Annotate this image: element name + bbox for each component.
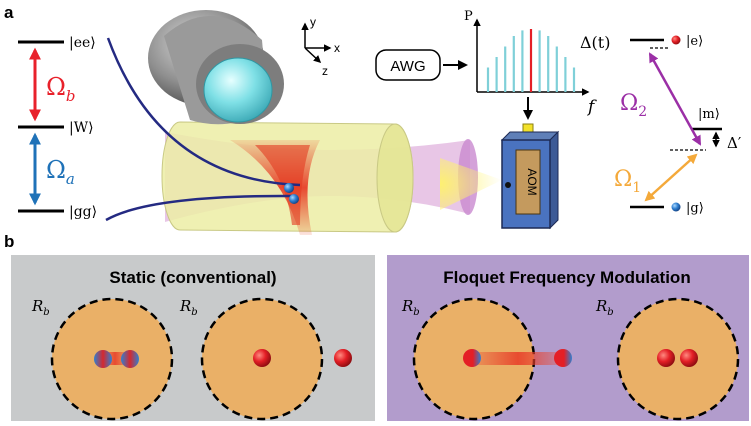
atom-floquet-pair-right [680,349,698,367]
bond-floquet [472,352,564,365]
level-diagram-right: |e⟩ Δ(t) |m⟩ Δ′ |g⟩ Ω2 Ω1 [580,33,742,216]
static-panel: Static (conventional) Rb Rb [11,255,375,421]
aom-label: AOM [525,168,539,195]
atom-excited-outside [334,349,352,367]
floquet-panel-title: Floquet Frequency Modulation [443,268,690,287]
coordinate-axes: y x z [301,15,340,78]
omega-1-arrow [644,153,698,202]
aom-crystal [515,149,541,215]
atom-floquet-pair-left [657,349,675,367]
level-gg-label: |gg⟩ [69,204,97,220]
cyan-lens [203,57,273,123]
axis-y-label: y [310,15,316,29]
axis-z-label: z [322,64,328,78]
panel-b-label: b [4,232,14,251]
wire-upper [106,37,301,187]
omega-2-label: Ω2 [620,91,647,120]
aom-device: AOM [440,123,560,230]
atom-floquet-left [463,349,481,367]
delta-t-label: Δ(t) [580,33,610,52]
level-diagram-left: |ee⟩ |W⟩ |gg⟩ Ωb Ωa [18,35,97,220]
omega-2-arrow [648,52,702,146]
panel-a-label: a [4,3,14,22]
atom-e [671,35,681,45]
atom-pair-left [94,350,112,368]
level-e-label: |e⟩ [686,34,703,49]
light-cone [440,158,502,210]
aom-top [500,131,560,141]
omega-a-label: Ωa [46,156,75,188]
rb-label-static-2: Rb [179,297,198,318]
awg-label: AWG [390,58,425,75]
rb-label-floquet-2: Rb [595,297,614,318]
spectrum-plot: P f [464,9,597,117]
blockade-circle-4 [616,297,740,421]
atom-g [671,202,681,212]
rb-label-floquet: Rb [401,297,420,318]
spectrum-ylabel: P [464,9,473,24]
static-panel-title: Static (conventional) [109,268,276,287]
omega-b-label: Ωb [46,73,76,105]
axis-z-line [304,47,322,64]
rb-label-static: Rb [31,297,50,318]
level-m-label: |m⟩ [698,107,720,122]
optical-setup [105,10,478,235]
wire-lower [105,194,293,222]
floquet-panel: Floquet Frequency Modulation Rb Rb [387,255,749,421]
omega-1-label: Ω1 [614,167,641,196]
aom-side [549,130,559,230]
level-g-label: |g⟩ [686,201,704,216]
awg-box [375,49,441,81]
delta-prime-label: Δ′ [727,134,742,152]
atom-pair-right [121,350,139,368]
trapped-atom-upper [284,183,294,193]
spectrum-bars [486,29,576,92]
trapped-atom-lower [289,194,299,204]
level-w-label: |W⟩ [69,120,94,136]
aom-aperture [505,182,511,188]
atom-floquet-right [554,349,572,367]
atom-excited-inside [253,349,271,367]
spectrum-xlabel: f [586,97,597,117]
yellow-cylinder-end [376,123,414,233]
axis-x-label: x [334,41,340,55]
level-ee-label: |ee⟩ [69,35,96,51]
